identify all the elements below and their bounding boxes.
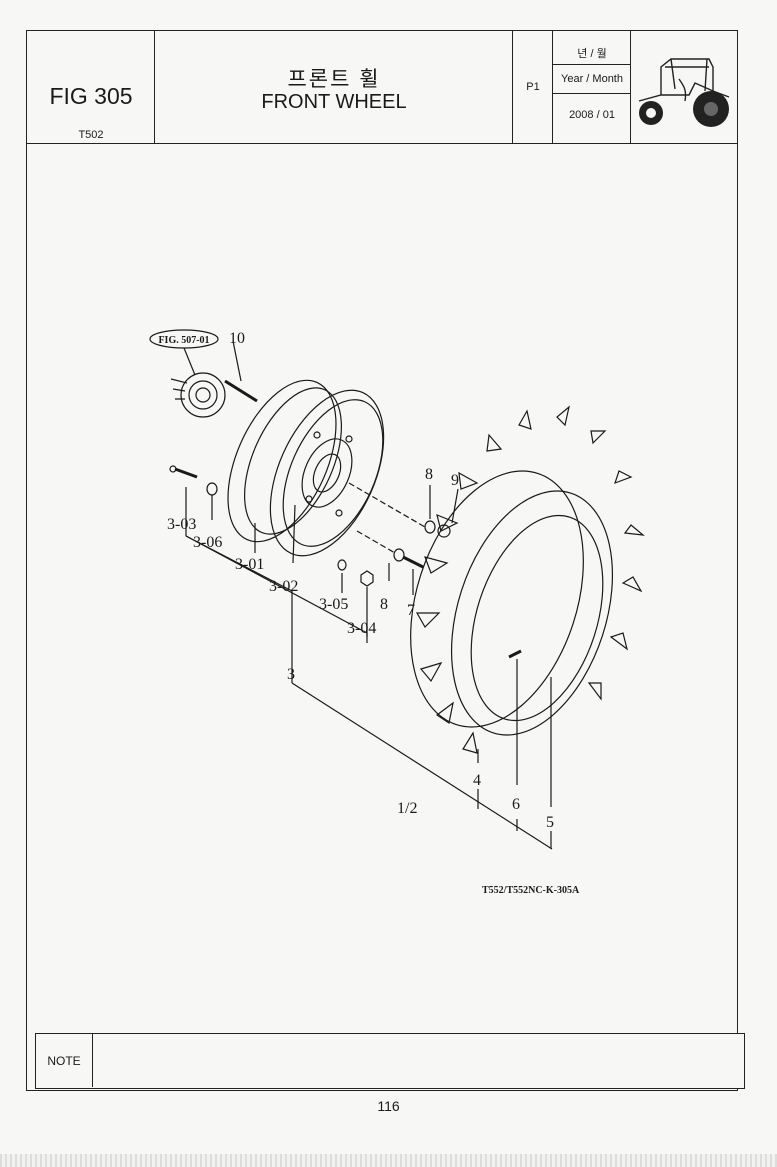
title-korean: 프론트 휠 (287, 68, 381, 91)
part-label-7: 7 (407, 602, 415, 619)
title-cell: 프론트 휠 FRONT WHEEL (155, 31, 513, 143)
part-label-3: 3 (287, 666, 295, 683)
part-label-3-06: 3-06 (193, 534, 222, 551)
part-label-9: 9 (451, 472, 459, 489)
tire-drawing (410, 405, 645, 754)
date-value: 2008 / 01 (569, 109, 615, 121)
wheel-rim-drawing (227, 379, 385, 557)
part-label-1-2: 1/2 (397, 800, 417, 817)
drawing-code: T552/T552NC-K-305A (482, 885, 580, 896)
part-label-3-01: 3-01 (235, 556, 264, 573)
date-label-english: Year / Month (561, 73, 623, 85)
figure-cell: FIG 305 T502 (27, 31, 155, 143)
hub-gear-drawing (170, 372, 226, 418)
part-label-8b: 8 (380, 596, 388, 613)
exploded-parts-drawing: FIG. 507-01 10 8 9 3-03 3-06 3-01 3-02 3… (149, 329, 645, 896)
part-label-3-04: 3-04 (347, 620, 376, 637)
figure-number: FIG 305 (49, 83, 133, 109)
note-section: NOTE (35, 1033, 747, 1089)
sheet-header: FIG 305 T502 프론트 휠 FRONT WHEEL P1 년 / 월 … (27, 31, 737, 144)
part-label-5: 5 (546, 814, 554, 831)
part-label-3-05: 3-05 (319, 596, 348, 613)
part-label-3-03: 3-03 (167, 516, 196, 533)
note-label: NOTE (36, 1034, 93, 1087)
part-label-8: 8 (425, 466, 433, 483)
page-code: P1 (526, 81, 540, 93)
page-number: 116 (377, 1098, 400, 1114)
model-code: T502 (78, 129, 104, 141)
tractor-icon (638, 58, 730, 127)
scan-artifact (0, 1154, 777, 1167)
page-cell: P1 (513, 31, 553, 143)
title-english: FRONT WHEEL (261, 91, 407, 113)
part-label-3-02: 3-02 (269, 578, 298, 595)
date-cell: 년 / 월 Year / Month 2008 / 01 (553, 31, 631, 143)
part-label-4: 4 (473, 772, 481, 789)
part-label-10: 10 (229, 330, 245, 347)
part-label-6: 6 (512, 796, 520, 813)
parts-sheet: FIG 305 T502 프론트 휠 FRONT WHEEL P1 년 / 월 … (26, 30, 745, 1091)
date-label-korean: 년 / 월 (577, 48, 607, 60)
reference-tag: FIG. 507-01 (158, 335, 209, 346)
